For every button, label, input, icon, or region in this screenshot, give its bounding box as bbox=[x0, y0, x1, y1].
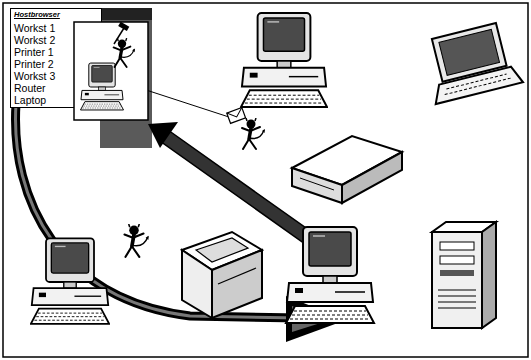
devil-figure bbox=[242, 118, 265, 149]
host-list-item: Laptop bbox=[14, 94, 98, 106]
printer-icon bbox=[218, 268, 256, 284]
popup-panel bbox=[80, 63, 123, 110]
laptop-icon bbox=[420, 20, 523, 104]
workstation-icon bbox=[286, 227, 374, 323]
workstation-icon bbox=[31, 238, 109, 323]
popup-panel bbox=[118, 22, 129, 31]
workstation-icon bbox=[241, 13, 327, 107]
router-icon bbox=[342, 152, 402, 203]
server-icon bbox=[440, 242, 474, 250]
window-title: Hostbrowser bbox=[14, 10, 98, 20]
host-list-item: Workst 3 bbox=[14, 70, 98, 82]
popup-panel bbox=[114, 38, 135, 67]
laptop-icon bbox=[439, 29, 500, 75]
workstation-icon bbox=[286, 227, 374, 323]
host-list-item: Workst 2 bbox=[14, 34, 98, 46]
host-list-item: Printer 2 bbox=[14, 58, 98, 70]
printer-icon bbox=[182, 232, 262, 318]
host-list-item: Printer 1 bbox=[14, 46, 98, 58]
popup-panel bbox=[114, 28, 124, 44]
mail-line bbox=[140, 88, 232, 118]
laptop-icon bbox=[443, 73, 510, 94]
printer-icon bbox=[212, 250, 262, 318]
window-shadow bbox=[100, 8, 152, 148]
popup-panel bbox=[74, 22, 148, 120]
workstation-icon bbox=[241, 13, 327, 107]
router-icon bbox=[292, 136, 402, 203]
server-icon bbox=[482, 222, 496, 328]
devil-figure bbox=[124, 224, 148, 257]
laptop-icon bbox=[431, 65, 523, 104]
mail-line bbox=[227, 108, 244, 120]
server-icon bbox=[432, 232, 482, 328]
mail-line bbox=[140, 88, 246, 123]
devil-figure bbox=[124, 224, 148, 257]
server-icon bbox=[440, 270, 474, 276]
window-shadow bbox=[100, 8, 152, 20]
double-arrow bbox=[148, 122, 178, 148]
router-icon bbox=[300, 178, 334, 190]
router-icon bbox=[292, 168, 342, 203]
server-icon bbox=[440, 256, 474, 264]
workstation-icon bbox=[31, 238, 109, 323]
popup-panel bbox=[74, 22, 148, 120]
server-icon bbox=[438, 290, 476, 308]
mail-line bbox=[227, 108, 246, 124]
host-list-item: Router bbox=[14, 82, 98, 94]
host-browser-window: HostbrowserWorkst 1Workst 2Printer 1Prin… bbox=[10, 8, 102, 108]
server-icon bbox=[432, 222, 496, 328]
devil-figure bbox=[242, 118, 265, 149]
host-list-item: Workst 1 bbox=[14, 22, 98, 34]
frame-border bbox=[3, 3, 528, 357]
printer-icon bbox=[182, 250, 212, 318]
window-shadow bbox=[100, 8, 152, 148]
